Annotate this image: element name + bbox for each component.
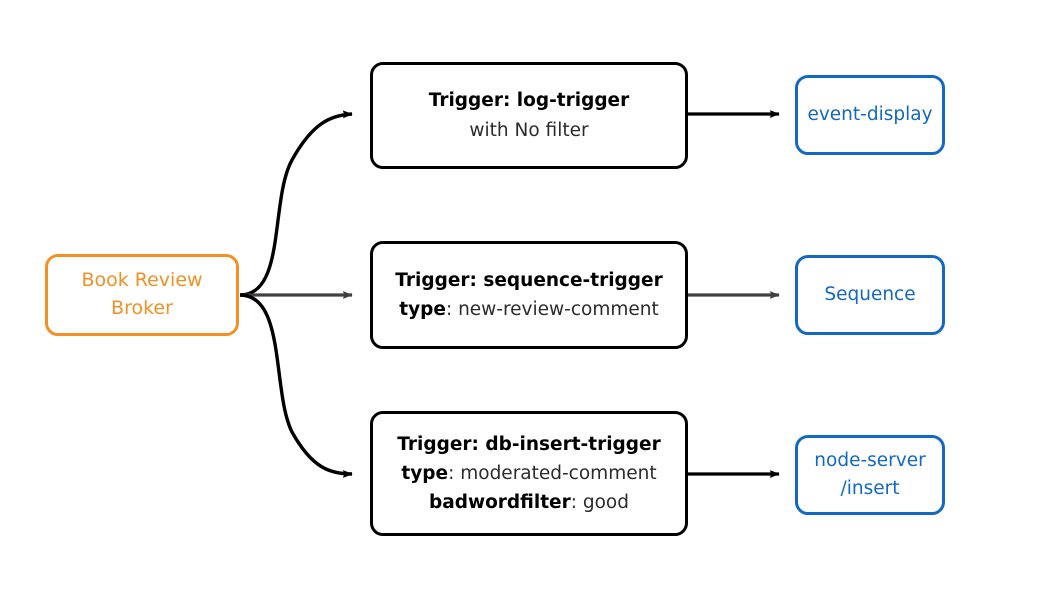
trigger-2-detail-value: : new-review-comment [445, 299, 659, 320]
edge-broker-to-log-trigger [239, 110, 353, 297]
trigger-3-detail-line-2: badwordfilter: good [429, 488, 629, 517]
target-3-label-line2: /insert [840, 478, 900, 499]
node-trigger-log-trigger[interactable]: Trigger: log-trigger with No filter [370, 62, 688, 169]
edge-broker-to-db-insert-trigger [239, 293, 353, 478]
trigger-3-detail-value-2: : good [570, 492, 629, 514]
trigger-2-title: Trigger: sequence-trigger [395, 269, 663, 291]
target-2-label: Sequence [824, 284, 916, 306]
trigger-3-detail-line-1: type: moderated-comment [401, 459, 656, 488]
node-sequence[interactable]: Sequence [795, 255, 945, 335]
trigger-3-detail-value-1: : moderated-comment [448, 462, 657, 484]
node-book-review-broker[interactable]: Book Review Broker [45, 254, 239, 336]
node-trigger-db-insert-trigger[interactable]: Trigger: db-insert-trigger type: moderat… [370, 411, 688, 536]
trigger-3-detail-key-2: badwordfilter [429, 492, 571, 514]
trigger-2-detail-key: type [399, 299, 446, 320]
node-trigger-sequence-trigger[interactable]: Trigger: sequence-trigger type: new-revi… [370, 241, 688, 349]
trigger-2-detail-line: type: new-review-comment [399, 295, 658, 324]
target-3-label-line1: node-server [814, 450, 926, 472]
broker-label-line1: Book Review [81, 269, 203, 292]
trigger-1-detail-line: with No filter [469, 116, 588, 145]
trigger-3-title: Trigger: db-insert-trigger [397, 433, 661, 455]
node-node-server-insert[interactable]: node-server /insert [795, 435, 945, 515]
node-event-display[interactable]: event-display [795, 75, 945, 155]
trigger-1-title: Trigger: log-trigger [428, 90, 630, 112]
trigger-1-detail-value: with No filter [469, 119, 589, 141]
target-1-label: event-display [807, 104, 933, 126]
broker-label-line2: Broker [111, 297, 173, 319]
trigger-3-detail-key-1: type [401, 462, 449, 484]
